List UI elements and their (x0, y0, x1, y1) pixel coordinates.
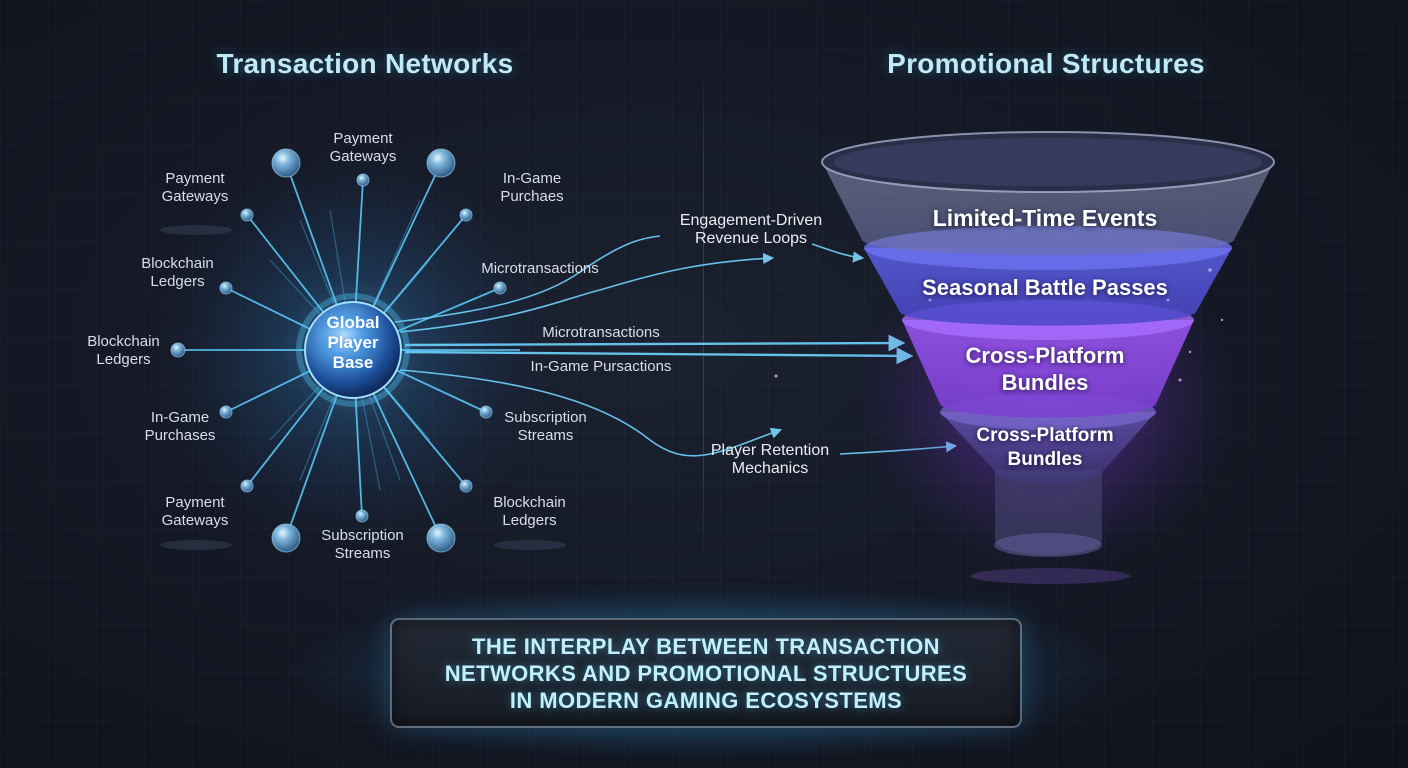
label-shadow-0 (160, 225, 232, 235)
spoke-node-7 (170, 342, 186, 358)
promotional-structures-title: Promotional Structures (887, 48, 1205, 79)
funnel-sparkles (774, 268, 1224, 382)
flow-line-microtransactions (404, 334, 906, 352)
funnel-tier-3-shape (902, 320, 1194, 418)
funnel-spout (995, 470, 1102, 555)
funnel-tier-4-label: Cross-Platform Bundles (976, 425, 1114, 470)
label-blockchain-ledgers-bottom: Blockchain Ledgers (493, 494, 566, 529)
spoke-node-0 (271, 148, 301, 178)
banner-line-1: THE INTERPLAY BETWEEN TRANSACTION (472, 633, 940, 659)
spoke-node-10 (479, 405, 493, 419)
flow-label-player-retention: Player Retention Mechanics (710, 442, 830, 477)
flow-line-pursactions (404, 347, 914, 365)
spoke-node-11 (240, 479, 254, 493)
spoke-node-2 (426, 148, 456, 178)
hub-label-line2: Player (327, 333, 379, 352)
spoke-node-4 (459, 208, 473, 222)
label-in-game-purchases-top: In-Game Purchaes (500, 170, 564, 205)
funnel-tier-1-label: Limited-Time Events (932, 205, 1158, 231)
label-shadow-2 (494, 540, 566, 550)
funnel-tier-2-shape (864, 248, 1232, 326)
flow-curve-retention (399, 369, 783, 457)
summary-banner-text: THE INTERPLAY BETWEEN TRANSACTION NETWOR… (416, 633, 996, 714)
spoke-node-13 (271, 523, 301, 553)
spoke-node-9 (219, 405, 233, 419)
flow-curves (394, 235, 958, 457)
label-payment-gateways-top: Payment Gateways (329, 130, 397, 165)
hub-sphere (304, 301, 402, 399)
hub-label: Global Player Base (313, 313, 393, 373)
label-shadow-1 (160, 540, 232, 550)
spoke-node-1 (356, 173, 370, 187)
transaction-networks-title: Transaction Networks (216, 48, 514, 79)
spoke-node-12 (459, 479, 473, 493)
section-divider (703, 60, 704, 570)
flow-label-in-game-pursactions: In-Game Pursactions (530, 358, 672, 375)
label-blockchain-ledgers-left: Blockchain Ledgers (87, 333, 160, 368)
spoke-node-5 (219, 281, 233, 295)
hub-label-line1: Global (326, 313, 380, 332)
label-subscription-streams-right: Subscription Streams (504, 409, 587, 444)
funnel-tier-3-label: Cross-Platform Bundles (965, 343, 1125, 395)
funnel-tier-4-shape (940, 412, 1156, 484)
flow-label-engagement: Engagement-Driven Revenue Loops (679, 212, 823, 247)
label-in-game-purchases-left: In-Game Purchases (144, 409, 216, 444)
flow-curve-engagement-to-funnel (811, 243, 865, 263)
label-payment-gateways-left: Payment Gateways (161, 170, 229, 205)
hub-halo (296, 293, 410, 407)
spoke-node-14 (355, 509, 369, 523)
spoke-node-3 (240, 208, 254, 222)
label-blockchain-ledgers-upper: Blockchain Ledgers (141, 255, 214, 290)
banner-line-3: IN MODERN GAMING ECOSYSTEMS (509, 687, 903, 713)
flow-label-microtransactions: Microtransactions (542, 324, 660, 341)
label-payment-gateways-bottom: Payment Gateways (161, 494, 229, 529)
flow-curve-engagement-upper (394, 235, 661, 323)
label-subscription-streams-bottom: Subscription Streams (321, 527, 404, 562)
funnel-tier-2-label: Seasonal Battle Passes (922, 275, 1168, 300)
hub-label-line3: Base (332, 353, 374, 372)
summary-banner: THE INTERPLAY BETWEEN TRANSACTION NETWOR… (390, 618, 1022, 728)
banner-line-2: NETWORKS AND PROMOTIONAL STRUCTURES (444, 660, 968, 686)
spoke-node-15 (426, 523, 456, 553)
label-microtransactions-right: Microtransactions (481, 260, 599, 277)
flow-curve-engagement-lower (399, 252, 775, 333)
funnel (774, 131, 1275, 570)
spoke-node-6 (493, 281, 507, 295)
